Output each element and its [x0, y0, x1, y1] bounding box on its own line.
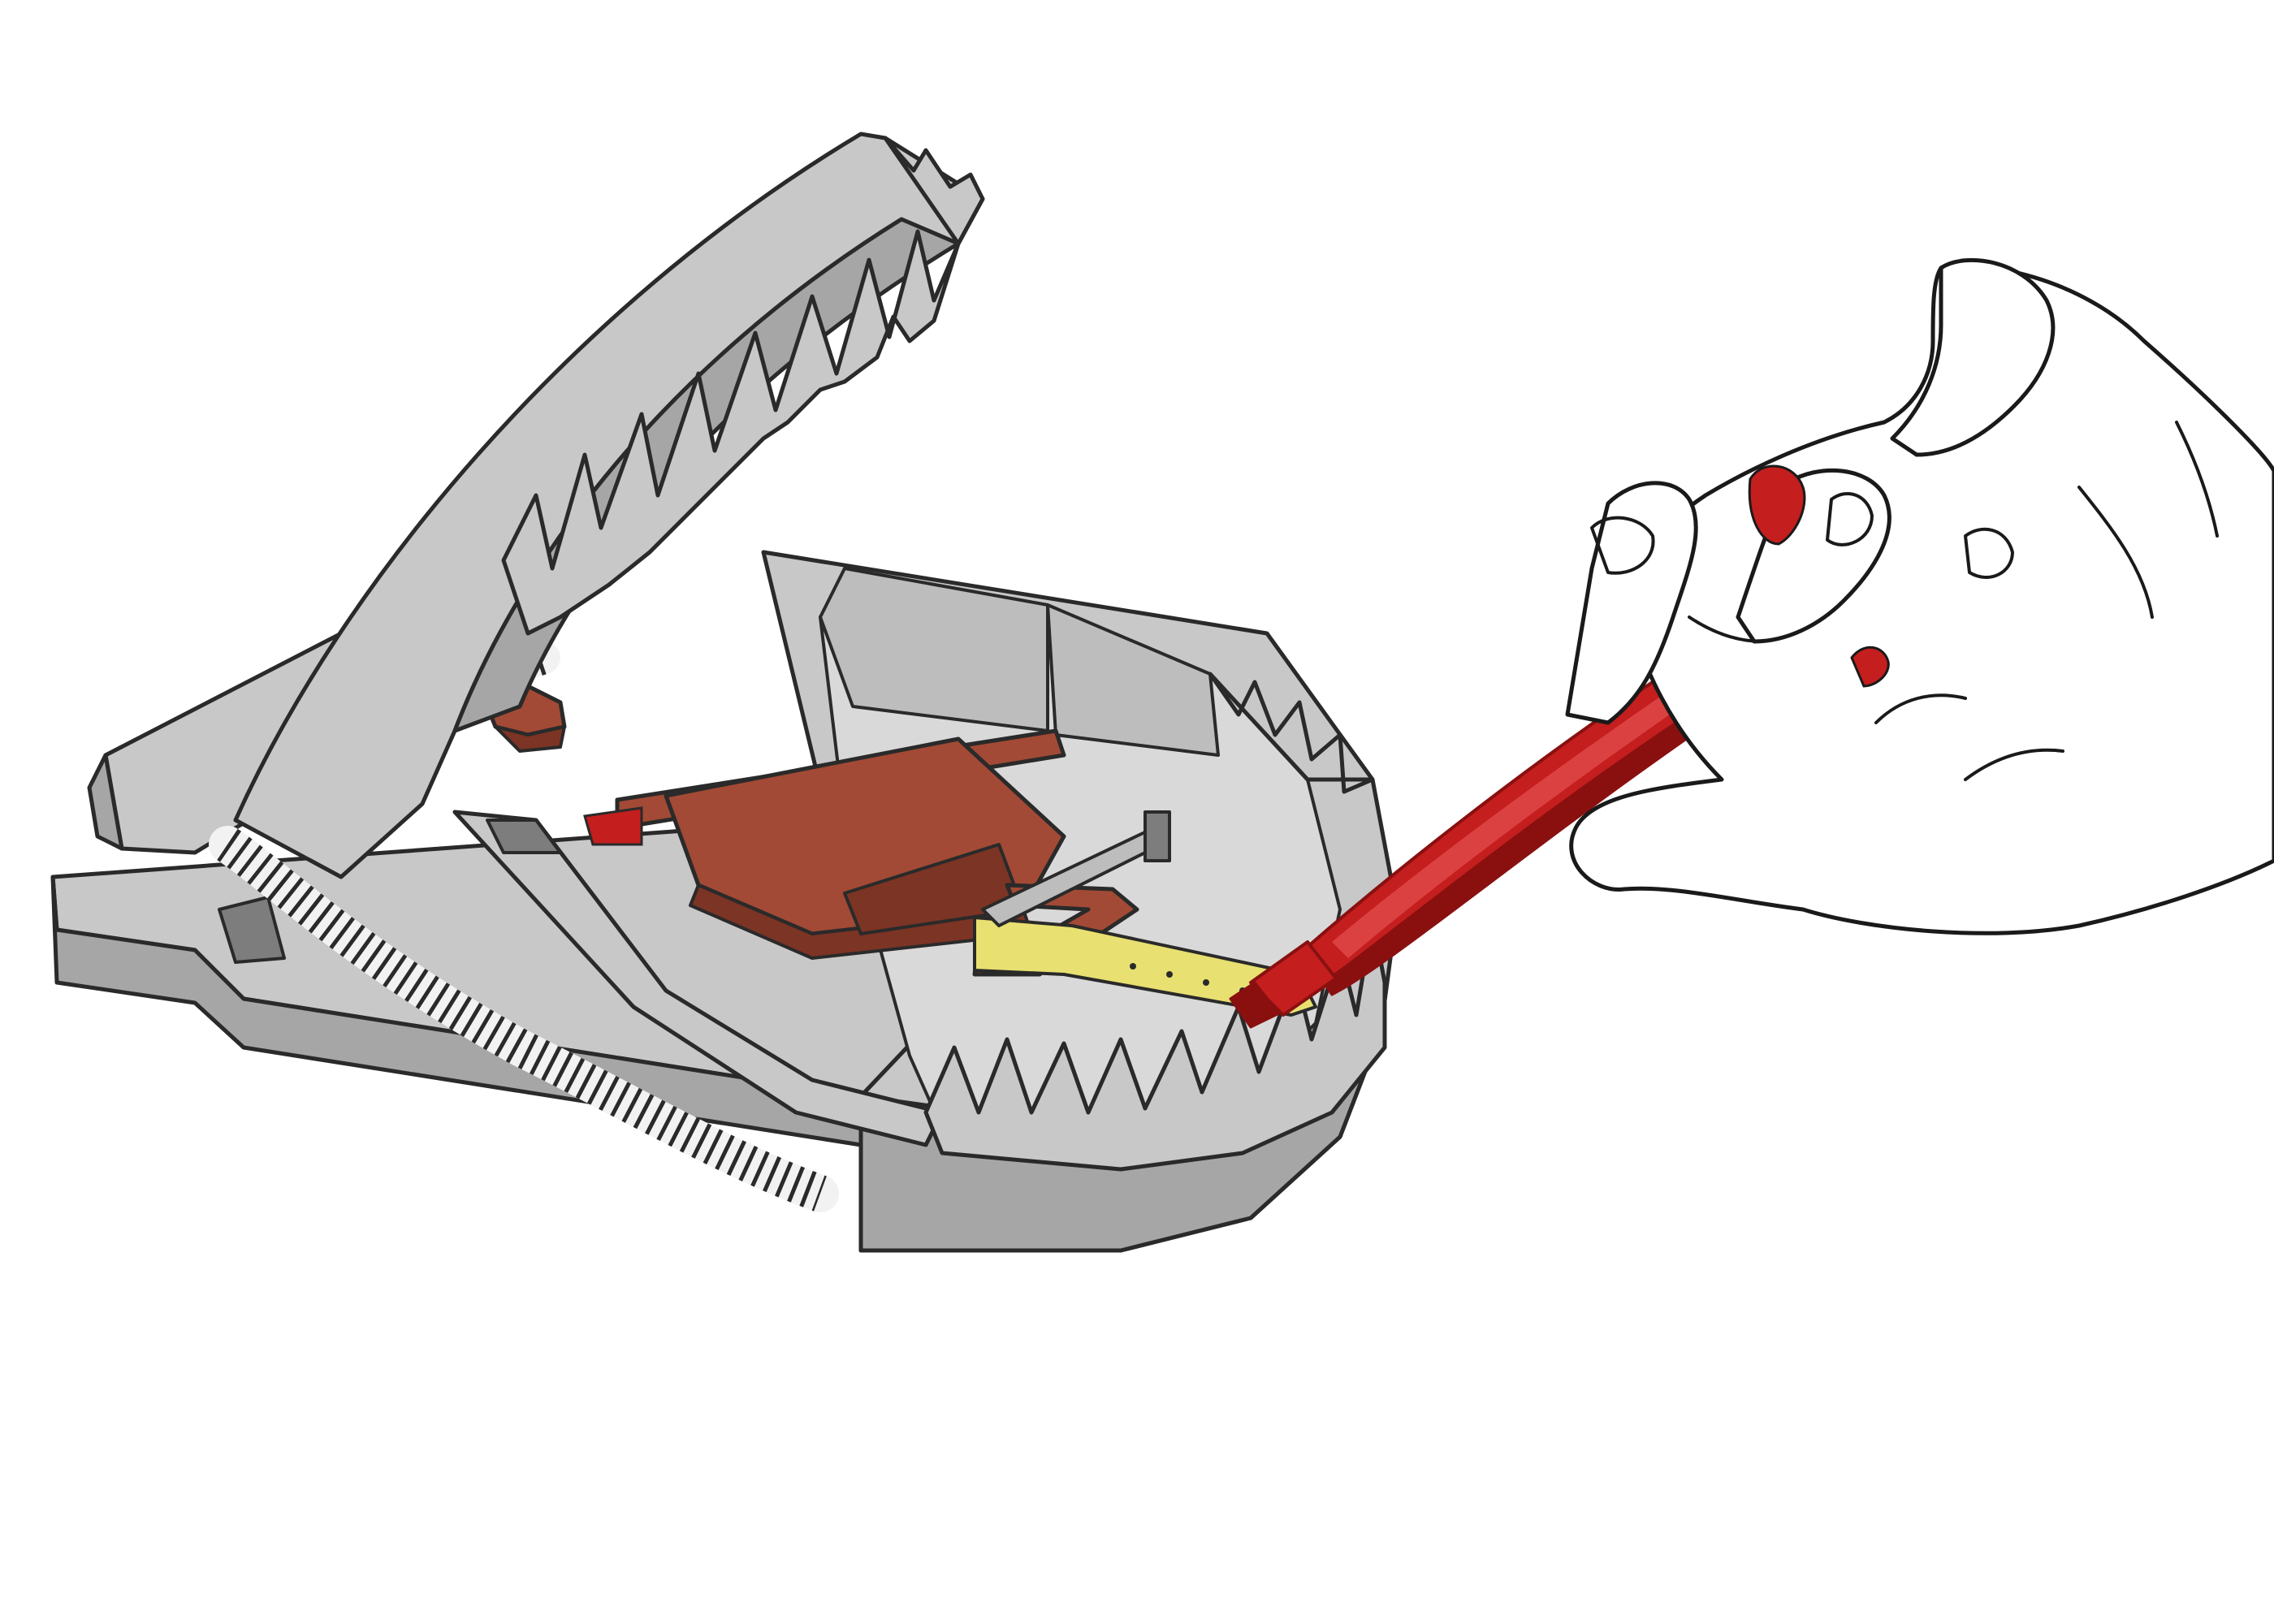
trap-side-teeth: [1208, 672, 1375, 794]
trap-slider-post: [1143, 810, 1171, 862]
hand-crease-3: [1964, 748, 2064, 781]
hand-icon: [1565, 257, 2274, 935]
hand-palm: [1569, 264, 2274, 935]
trap-hinge-block-side: [87, 753, 124, 851]
hand-nail-middle: [1826, 491, 1874, 546]
hand-crease-1: [1688, 615, 1764, 643]
trap-upper-jaw-tip-teeth: [883, 136, 985, 246]
mouse-trap-icon: [50, 132, 1399, 1253]
trap-bait-cup: [973, 916, 1317, 1017]
hand-nail-index: [1590, 516, 1655, 575]
hand-crease-5: [2175, 421, 2219, 538]
hand-crease-2: [1874, 693, 1967, 724]
hand-nail-ring: [1964, 527, 2014, 579]
trap-cup-inner-wall: [819, 567, 1049, 732]
trap-divider-top: [486, 818, 562, 854]
hand-index-finger: [1565, 481, 1698, 725]
trap-base-notch: [218, 896, 286, 964]
trap-latch-shadow: [494, 725, 566, 753]
hand-fingernail: [1748, 464, 1806, 546]
trap-cup-right-wall: [1046, 603, 1220, 757]
trap-pedal-accent: [583, 806, 643, 846]
hand-crease-4: [2077, 486, 2154, 619]
hand-thumb: [1890, 257, 2056, 457]
hand-fingernail-accent: [1850, 646, 1890, 688]
applicator-tip: [1229, 981, 1281, 1029]
trap-lower-teeth: [923, 915, 1387, 1172]
trap-spring-coil: [209, 826, 839, 1212]
